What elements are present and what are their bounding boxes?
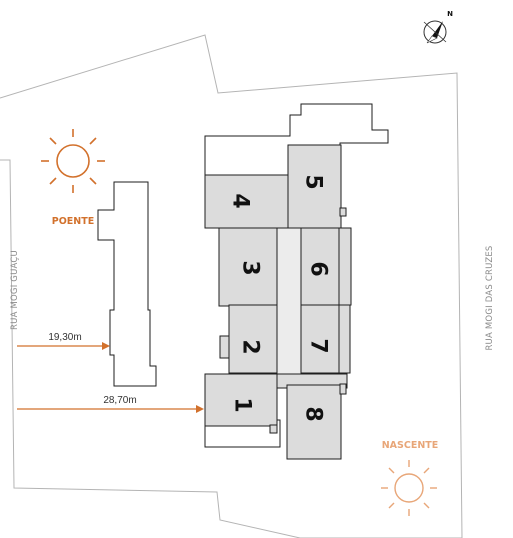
distance-label-near: 19,30m <box>48 332 81 343</box>
block-label-1: 1 <box>230 397 255 412</box>
neighbor-building <box>97 181 157 387</box>
building-block-7: 7 <box>300 304 351 374</box>
sunrise-icon <box>381 460 437 516</box>
block-label-8: 8 <box>301 406 326 421</box>
distance-label-far: 28,70m <box>103 395 136 406</box>
block-label-5: 5 <box>301 174 326 189</box>
block-label-2: 2 <box>238 339 263 354</box>
block-label-4: 4 <box>228 193 253 208</box>
building-block-5: 5 <box>287 144 347 229</box>
lot-boundary <box>0 34 463 538</box>
block-label-6: 6 <box>306 261 331 276</box>
building-block-3: 3 <box>218 227 278 307</box>
building-block-1: 1 <box>204 373 278 434</box>
street-label-left: RUA MOGI GUAÇU <box>10 250 20 330</box>
building-block-2: 2 <box>219 304 278 374</box>
north-label: N <box>447 10 453 18</box>
street-label-right: RUA MOGI DAS CRUZES <box>485 245 495 350</box>
distance-arrow-near <box>17 342 110 350</box>
distance-arrow-far <box>17 405 204 413</box>
north-compass-icon <box>423 20 447 44</box>
block-label-7: 7 <box>306 338 331 353</box>
central-corridor <box>276 227 302 376</box>
building-block-8: 8 <box>276 373 348 460</box>
sunrise-label: NASCENTE <box>382 440 439 451</box>
building-block-4: 4 <box>204 174 291 229</box>
block-label-3: 3 <box>238 260 263 275</box>
sunset-icon <box>41 129 105 193</box>
sunset-label: POENTE <box>52 216 94 227</box>
building-block-6: 6 <box>300 227 352 306</box>
